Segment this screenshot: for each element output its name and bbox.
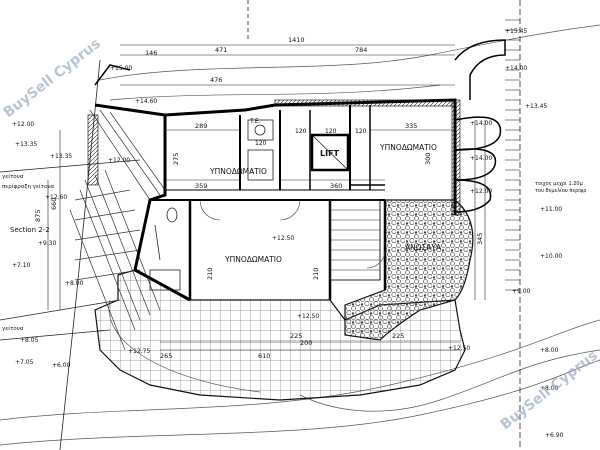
level-8: +13.35 [50, 153, 72, 160]
note-neighbour-1: γείτονα [2, 173, 24, 180]
curved-balconies [94, 39, 506, 213]
level-14: +9.30 [38, 240, 57, 247]
dim-335: 335 [405, 122, 417, 130]
level-20: +12.50 [272, 235, 294, 242]
level-18: +7.05 [15, 359, 34, 366]
level-21: +12.50 [297, 313, 319, 320]
level-6: +12.00 [12, 121, 34, 128]
dim-120c: 120 [325, 128, 337, 135]
bathroom-fixtures [149, 119, 274, 291]
level-markers: +15.45 +14.00 +13.45 +14.00 +14.00 +12.0… [12, 28, 564, 439]
dim-471: 471 [215, 46, 227, 54]
dim-289: 289 [195, 122, 207, 130]
veranda-pebbles [344, 199, 474, 341]
room-bedroom-1: ΥΠΝΟΔΩΜΑΤΙΟ [209, 167, 267, 176]
dimension-lines [47, 44, 486, 351]
level-2: +14.00 [505, 65, 527, 72]
note-neighbour-2: περίφραξη γείτονα [2, 183, 55, 190]
level-1: +15.45 [505, 28, 527, 35]
dim-476: 476 [210, 76, 222, 84]
level-28: +12.60 [45, 194, 67, 201]
level-4: +14.00 [470, 120, 492, 127]
dim-610: 610 [258, 352, 270, 360]
dim-360: 360 [330, 182, 342, 190]
level-23: +12.50 [448, 345, 470, 352]
right-side-steps [505, 19, 520, 291]
level-12: +10.00 [540, 253, 562, 260]
dim-1410: 1410 [288, 36, 305, 44]
dim-210b: 210 [312, 268, 320, 280]
level-29: +8.00 [540, 385, 559, 392]
dim-120a: 120 [255, 140, 267, 147]
wall-hatch-right [451, 99, 461, 216]
level-7: +13.35 [15, 141, 37, 148]
room-veranda: ΑΝΩΣΑΥΑ [405, 243, 442, 252]
level-17: +8.05 [20, 337, 39, 344]
room-lift: LIFT [320, 149, 340, 158]
pergola-lattice [69, 109, 166, 351]
dim-660: 660 [50, 198, 58, 210]
dim-300: 300 [424, 153, 432, 165]
level-25: +6.90 [545, 432, 564, 439]
note-wall-2: του θεμελίου περίφρ [535, 187, 586, 194]
level-27: +14.60 [135, 98, 157, 105]
door-swings [199, 199, 386, 269]
room-bedroom-2: ΥΠΝΟΔΩΜΑΤΙΟ [379, 143, 437, 152]
level-9: +12.00 [470, 188, 492, 195]
wall-hatch-top [274, 99, 456, 107]
level-24: +8.00 [540, 347, 559, 354]
terrace-tiled [94, 269, 466, 401]
level-13: +9.00 [512, 288, 531, 295]
level-16: +8.00 [65, 280, 84, 287]
section-label: Section 2-2 [10, 226, 50, 234]
level-3: +13.45 [525, 103, 547, 110]
level-10: +12.00 [108, 157, 130, 164]
dim-225b: 225 [392, 332, 404, 340]
dim-359: 359 [195, 182, 207, 190]
dim-120d: 120 [355, 128, 367, 135]
level-5: +14.00 [470, 155, 492, 162]
room-bedroom-3: ΥΠΝΟΔΩΜΑΤΙΟ [224, 255, 282, 264]
dim-345: 345 [476, 233, 484, 245]
level-22: +12.75 [128, 348, 150, 355]
dim-225a: 225 [290, 332, 302, 340]
dim-200: 200 [300, 339, 312, 347]
wall-hatch-left [87, 114, 99, 186]
lift-shaft [310, 133, 350, 172]
note-wall-1: τοιχος μεχρι 1.20μ [535, 181, 584, 187]
dim-784: 784 [355, 46, 367, 54]
watermark-top-left: BuySell Cyprus [1, 36, 104, 122]
dim-265: 265 [160, 352, 172, 360]
note-neighbour-3: γείτονα [2, 325, 24, 332]
level-19: +6.00 [52, 362, 71, 369]
dim-120b: 120 [295, 128, 307, 135]
stairs [329, 199, 381, 281]
dim-146: 146 [145, 49, 157, 57]
dim-210a: 210 [206, 268, 214, 280]
level-26: +15.00 [110, 65, 132, 72]
level-11: +11.00 [540, 206, 562, 213]
room-wc: T.E. [249, 118, 261, 125]
dim-275: 275 [172, 153, 180, 165]
level-15: +7.10 [12, 262, 31, 269]
dim-875: 875 [34, 210, 42, 222]
